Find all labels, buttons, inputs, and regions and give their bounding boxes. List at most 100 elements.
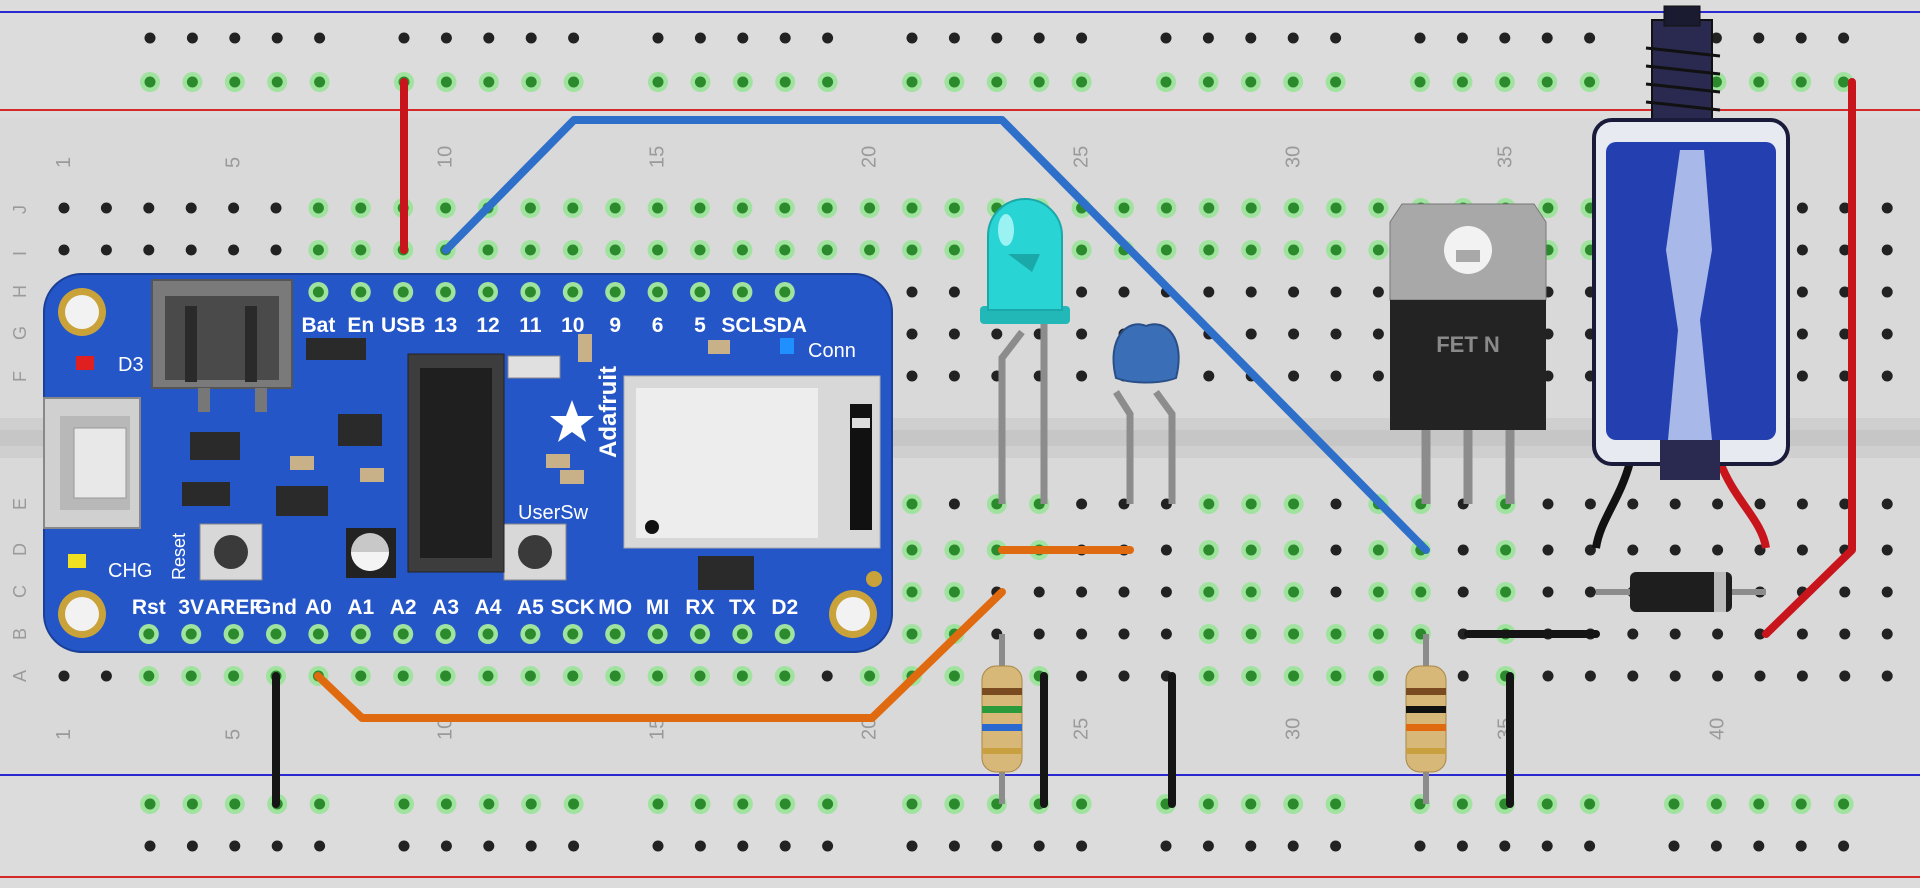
hole [1796,544,1808,556]
hole [1712,670,1724,682]
hole [1203,586,1215,598]
top-pin-label: 6 [652,314,664,337]
board-pin [355,286,367,298]
rail-hole [1202,32,1214,44]
hole [1584,670,1596,682]
hole [228,670,240,682]
hole [567,670,579,682]
hole [1457,544,1469,556]
rail-hole [1795,32,1807,44]
chip-2 [182,482,230,506]
rail-hole [1033,840,1045,852]
conn-label: Conn [808,340,856,362]
hole [1330,628,1342,640]
hole [694,244,706,256]
hole [821,202,833,214]
rail-hole [483,76,495,88]
hole [1245,328,1257,340]
hole [1669,498,1681,510]
hole [1881,202,1893,214]
hole [1288,586,1300,598]
hole [1457,670,1469,682]
hole [1118,286,1130,298]
hole [1627,628,1639,640]
hole [948,370,960,382]
rail-hole [822,32,834,44]
row-letter: I [10,251,30,256]
cyan-led [980,198,1070,504]
smd-7 [780,338,794,354]
hole [1839,370,1851,382]
column-number: 30 [1283,718,1305,740]
hole [1415,586,1427,598]
column-number: 5 [223,729,245,740]
rail-hole [1668,798,1680,810]
hole [143,670,155,682]
board-pin [440,286,452,298]
rail-hole [1753,798,1765,810]
hole [143,202,155,214]
hole [58,244,70,256]
hole [1288,286,1300,298]
column-number: 20 [859,146,881,168]
hole [609,202,621,214]
rail-hole [186,798,198,810]
rail-hole [906,798,918,810]
row-letter: E [10,498,30,510]
rail-hole [948,32,960,44]
hole [1288,544,1300,556]
bottom-pin-label: TX [729,596,756,619]
rail-hole [906,32,918,44]
hole [1839,586,1851,598]
column-number: 1 [53,157,75,168]
row-letter: C [10,585,30,598]
hole [1796,244,1808,256]
rail-hole [271,76,283,88]
hole [1245,586,1257,598]
rail-hole [1076,32,1088,44]
rail-hole [314,840,326,852]
n-mosfet: FET N [1389,203,1547,504]
board-pin [736,628,748,640]
column-number: 1 [53,729,75,740]
row-letter: J [10,205,30,214]
board-pin [397,286,409,298]
bottom-rail-strip [0,770,1920,888]
rail-hole [186,840,198,852]
hole [1288,628,1300,640]
board-pin [652,286,664,298]
hole [906,544,918,556]
rail-hole [271,32,283,44]
hole [524,670,536,682]
hole [1203,202,1215,214]
resistor-1 [981,634,1023,804]
hole [1203,670,1215,682]
chip-1 [190,432,240,460]
rail-hole [1541,76,1553,88]
hole [1881,244,1893,256]
hole [1881,544,1893,556]
hole [1203,370,1215,382]
hole [1839,628,1851,640]
chip-5 [698,556,754,590]
hole [821,670,833,682]
hole [906,586,918,598]
solenoid [1592,5,1790,549]
rail-hole [1076,76,1088,88]
board-pin [694,628,706,640]
column-number: 40 [1707,718,1729,740]
rail-hole [1160,32,1172,44]
hole [991,328,1003,340]
column-number: 5 [223,157,245,168]
hole [906,286,918,298]
rail-hole [1584,840,1596,852]
rail-hole [1541,840,1553,852]
board-pin [228,628,240,640]
rail-hole [737,840,749,852]
board-pin [524,628,536,640]
hole [1542,544,1554,556]
board-pin [779,286,791,298]
hole [1881,328,1893,340]
